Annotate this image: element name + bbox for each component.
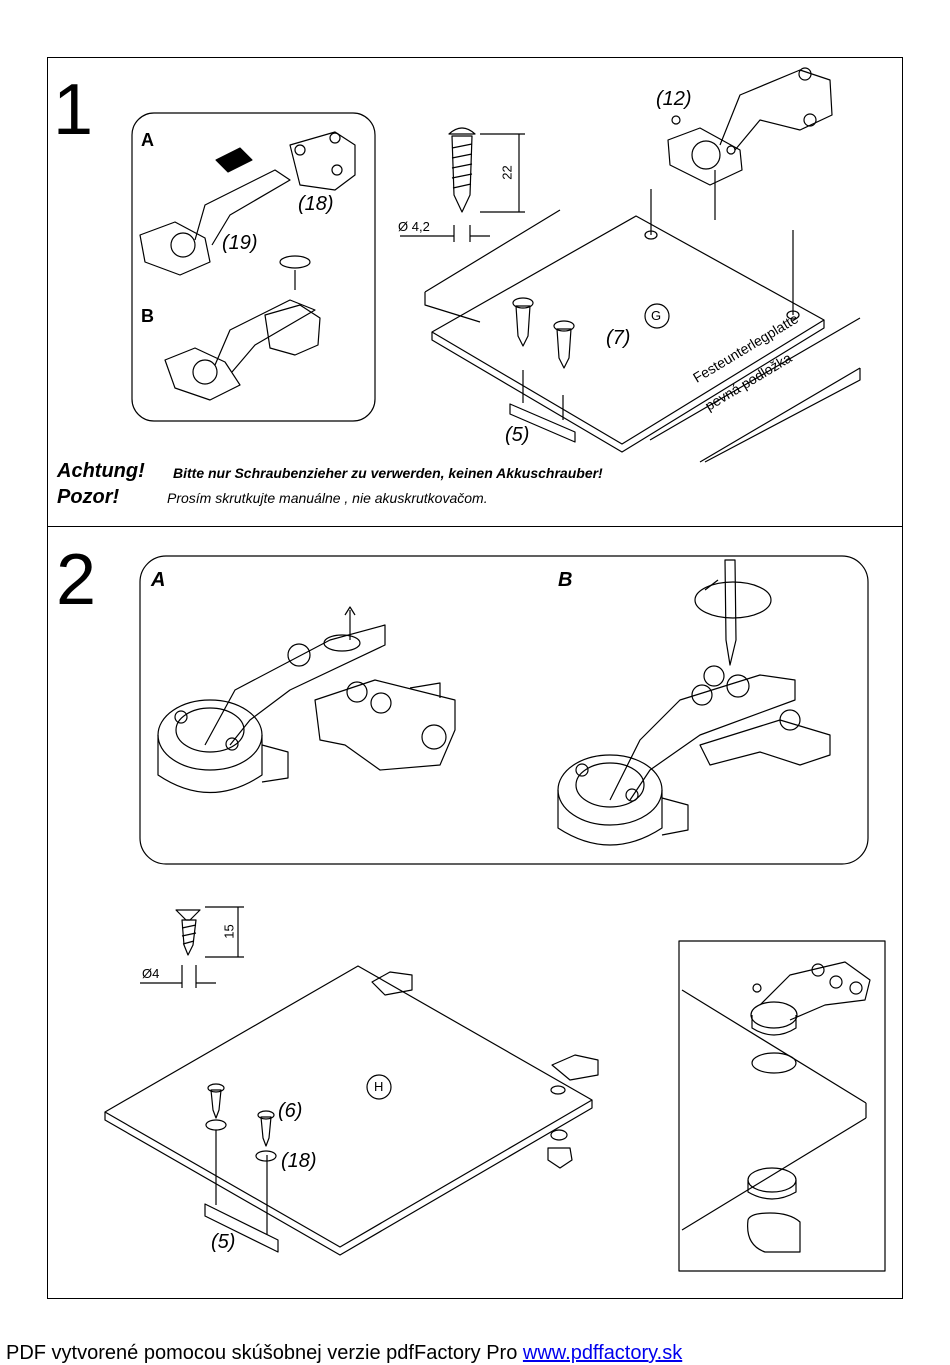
part-5-label: (5) bbox=[505, 424, 530, 446]
hinge-assembly-a-drawing bbox=[139, 131, 356, 276]
detail-drawing bbox=[681, 961, 871, 1253]
part-6-label: (6) bbox=[278, 1100, 303, 1122]
screw-length-22: 22 bbox=[499, 165, 515, 180]
panel-h-label: H bbox=[374, 1079, 384, 1094]
footer-text: PDF vytvorené pomocou skúšobnej verzie p… bbox=[6, 1342, 518, 1364]
step-1-number: 1 bbox=[53, 70, 94, 150]
warning-title-de: Achtung! bbox=[57, 460, 145, 482]
hinge-assembly-b-drawing bbox=[164, 255, 321, 401]
inset-box-step1 bbox=[131, 112, 376, 422]
panel-g-drawing bbox=[424, 170, 861, 463]
hinge-open-drawing bbox=[157, 606, 456, 793]
instruction-frame bbox=[47, 57, 903, 1299]
step-divider bbox=[47, 526, 903, 527]
step2-label-b: B bbox=[558, 569, 573, 591]
part-18-label: (18) bbox=[298, 193, 334, 215]
screw-22-drawing bbox=[400, 127, 525, 242]
detail-box bbox=[678, 940, 886, 1272]
part-7-label: (7) bbox=[606, 327, 631, 349]
part-18-label-step2: (18) bbox=[281, 1150, 317, 1172]
hinge-closed-drawing bbox=[557, 559, 831, 846]
screw-15-drawing bbox=[140, 906, 244, 988]
part-5-label-step2: (5) bbox=[211, 1231, 236, 1253]
part-19-label: (19) bbox=[222, 232, 258, 254]
step2-label-a: A bbox=[151, 569, 166, 591]
warning-text-sk: Prosím skrutkujte manuálne , nie akuskru… bbox=[167, 490, 488, 506]
screws-7-drawing bbox=[512, 297, 575, 369]
footer-link[interactable]: www.pdffactory.sk bbox=[522, 1342, 683, 1364]
panel-g-label: G bbox=[651, 308, 662, 323]
step-2-number: 2 bbox=[56, 540, 97, 620]
screw-diameter-4: Ø4 bbox=[142, 966, 160, 981]
inset-box-step2 bbox=[139, 555, 869, 865]
pdf-footer: PDF vytvorené pomocou skúšobnej verzie p… bbox=[6, 1342, 682, 1365]
warning-text-de: Bitte nur Schraubenzieher zu verwerden, … bbox=[173, 465, 603, 481]
screw-length-15: 15 bbox=[221, 924, 237, 939]
inset-label-b: B bbox=[141, 306, 154, 326]
screw-diameter-42: Ø 4,2 bbox=[398, 219, 430, 234]
hinge-12-drawing bbox=[667, 67, 833, 186]
inset-label-a: A bbox=[141, 130, 154, 150]
panel-h-drawing bbox=[104, 965, 599, 1256]
part-12-label: (12) bbox=[656, 88, 692, 110]
warning-title-sk: Pozor! bbox=[57, 486, 120, 508]
